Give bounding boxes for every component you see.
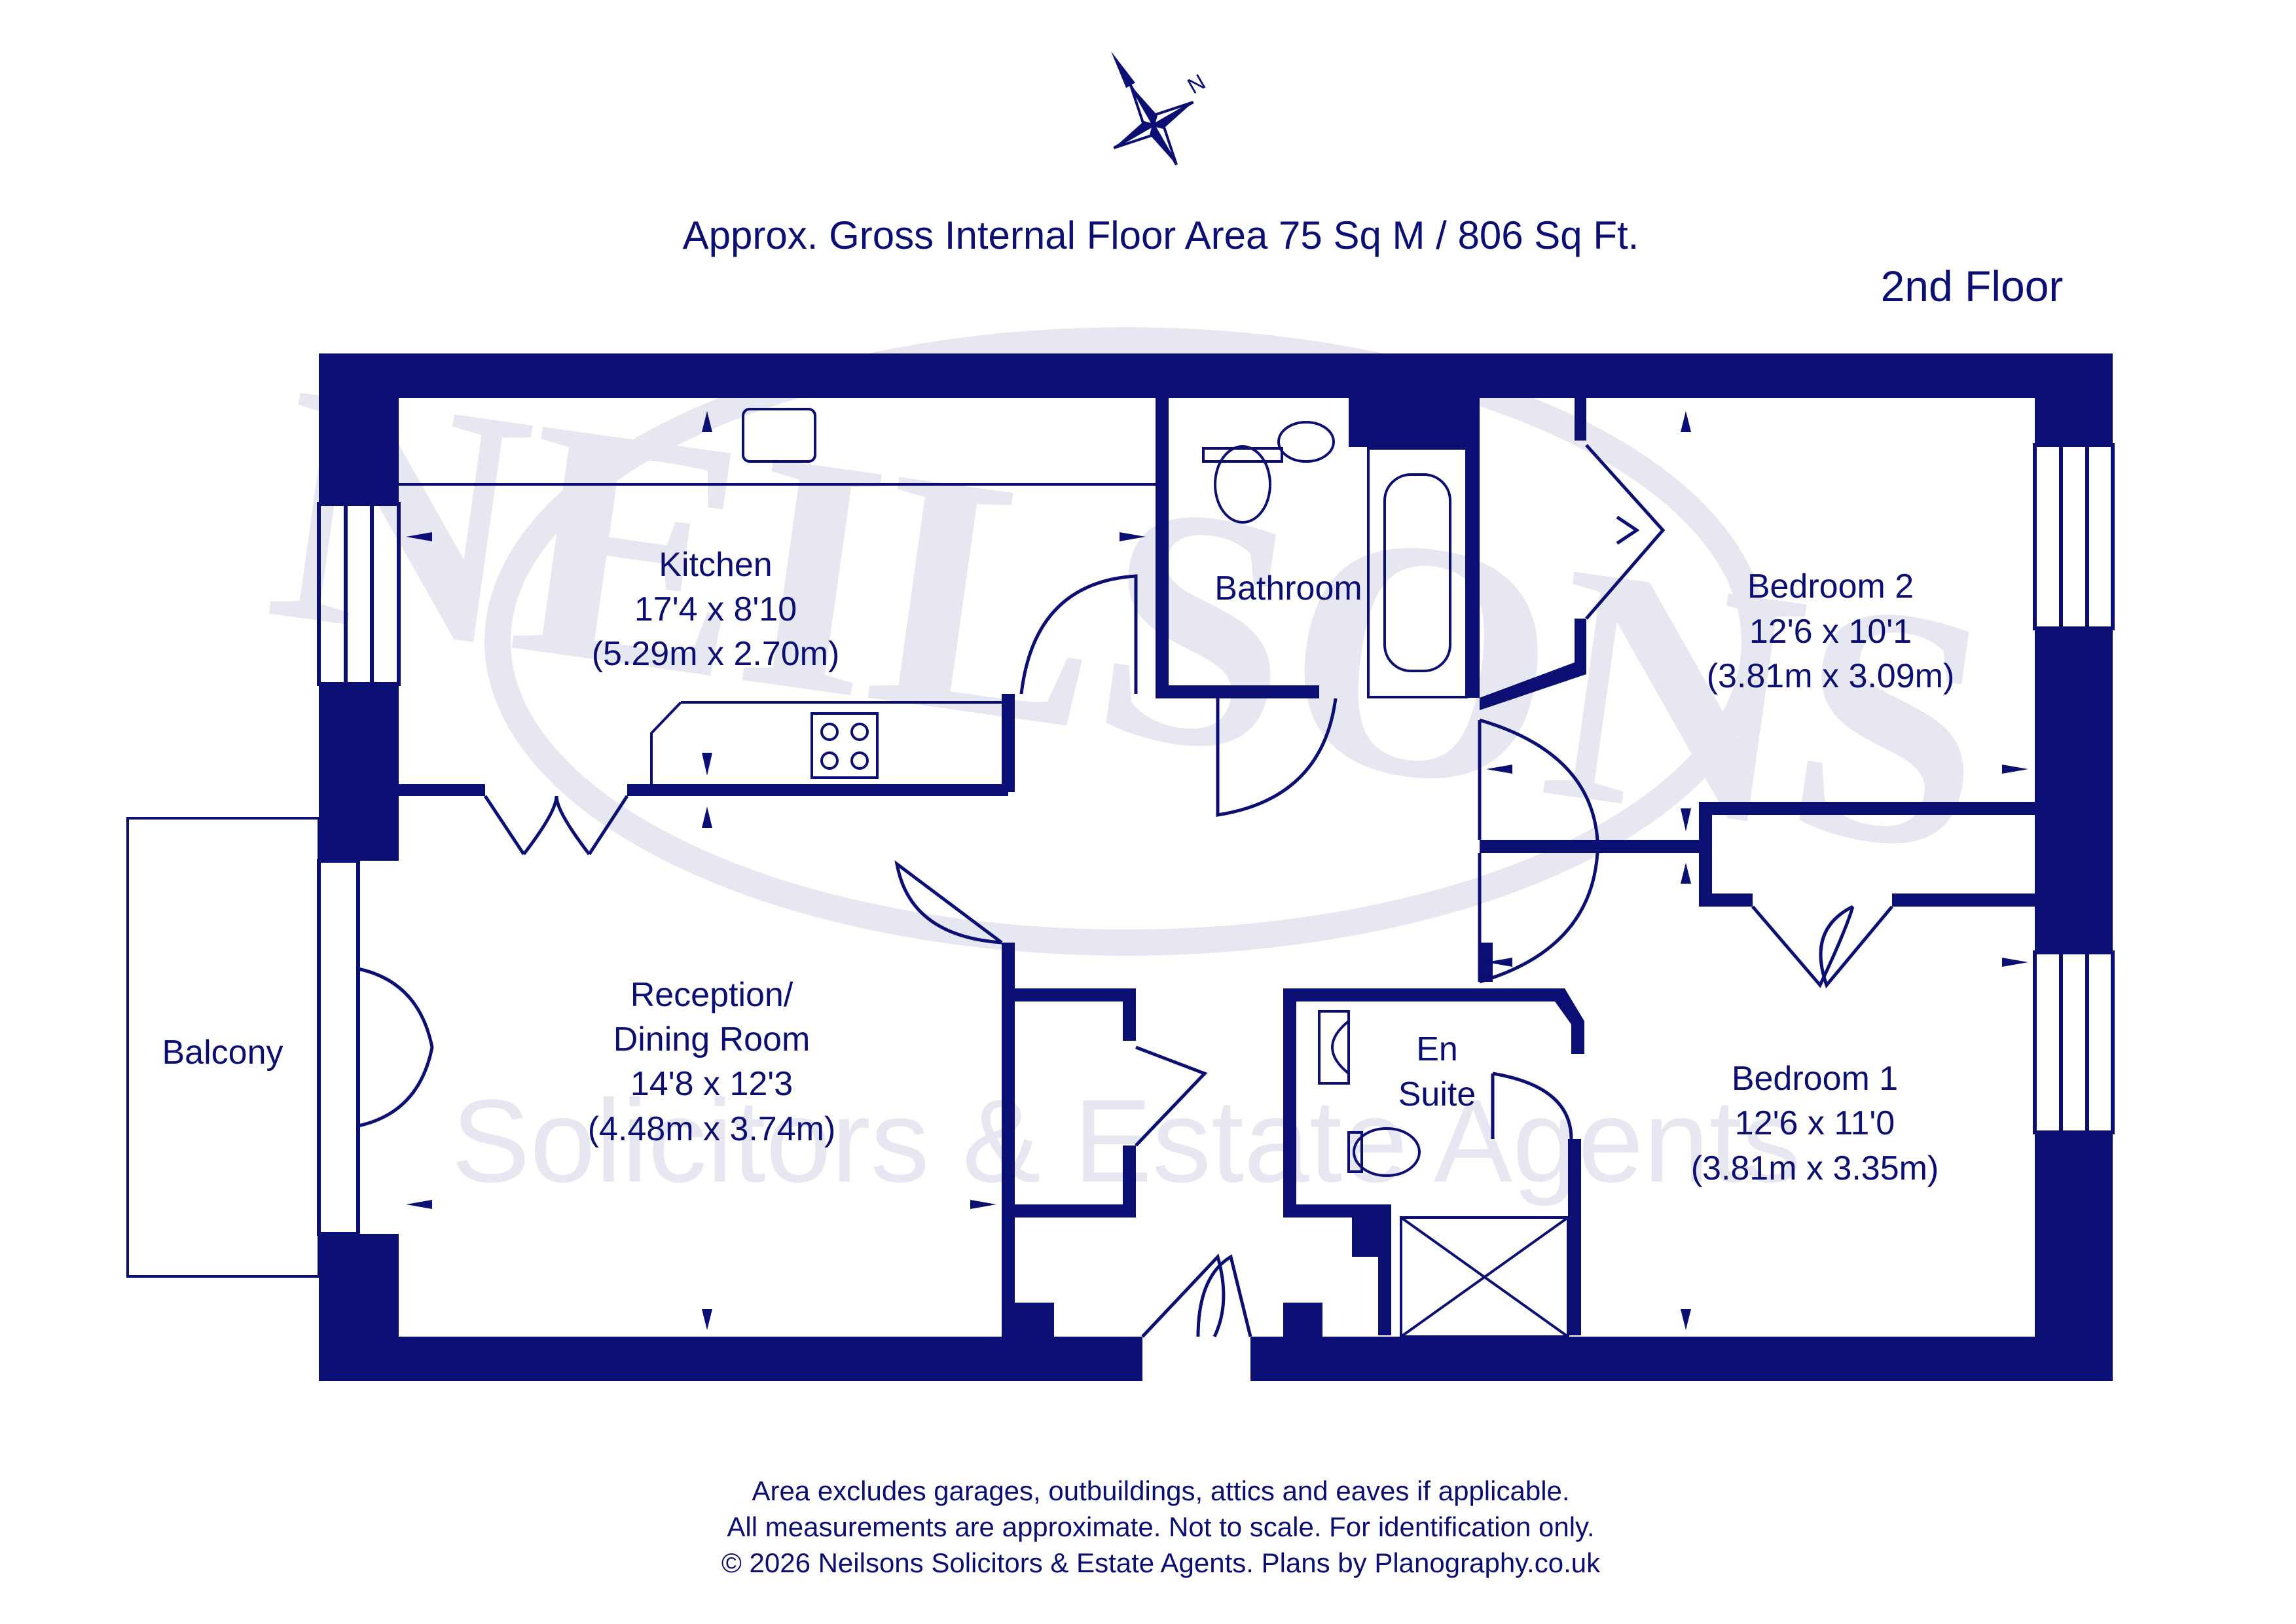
balcony-outline	[126, 817, 320, 1278]
footer-line3: © 2026 Neilsons Solicitors & Estate Agen…	[721, 1547, 1601, 1578]
kitchen-metric: (5.29m x 2.70m)	[592, 635, 840, 673]
bedroom1-metric: (3.81m x 3.35m)	[1691, 1149, 1939, 1187]
basin-icon	[1277, 421, 1335, 463]
bedroom2-metric: (3.81m x 3.09m)	[1707, 657, 1955, 695]
doors	[357, 444, 1893, 1338]
reception-metric: (4.48m x 3.74m)	[588, 1110, 836, 1148]
sink-icon	[742, 408, 816, 463]
bedroom1-imperial: 12'6 x 11'0	[1735, 1104, 1895, 1142]
shower-icon	[1400, 1216, 1569, 1338]
ensuite-name-line2: Suite	[1398, 1075, 1476, 1113]
ensuite-toilet-icon	[1353, 1127, 1421, 1177]
toilet-icon	[1214, 445, 1271, 524]
bedroom1-name: Bedroom 1	[1732, 1060, 1898, 1098]
watermark-logo-text: NEILSONS	[252, 313, 2009, 925]
reception-name-line2: Dining Room	[613, 1020, 811, 1058]
footer-line2: All measurements are approximate. Not to…	[727, 1511, 1594, 1542]
hob-icon	[811, 712, 879, 779]
balcony-name: Balcony	[162, 1034, 283, 1072]
floor-label: 2nd Floor	[1881, 262, 2064, 310]
bedroom1-window	[2033, 950, 2115, 1134]
walls	[319, 353, 2113, 1381]
bedroom2-name: Bedroom 2	[1747, 568, 1914, 605]
bath-icon	[1367, 447, 1468, 698]
watermark-ellipse	[484, 327, 1768, 956]
ensuite-basin-icon	[1331, 1020, 1350, 1075]
balcony-door-frame	[317, 859, 360, 1236]
compass-rose-icon	[1111, 51, 1194, 166]
bedroom2-imperial: 12'6 x 10'1	[1749, 613, 1912, 651]
ensuite-name-line1: En	[1416, 1030, 1458, 1068]
bathroom-fittings	[1202, 421, 1468, 698]
measurement-arrows	[406, 411, 2028, 1330]
kitchen-name: Kitchen	[659, 546, 772, 584]
compass-north-label: N	[1184, 69, 1210, 99]
bathroom-name: Bathroom	[1214, 569, 1362, 607]
gross-area-text: Approx. Gross Internal Floor Area 75 Sq …	[683, 213, 1639, 257]
bedroom2-window	[2033, 443, 2115, 630]
kitchen-imperial: 17'4 x 8'10	[634, 590, 797, 628]
kitchen-window	[317, 502, 401, 686]
reception-name-line1: Reception/	[630, 976, 793, 1014]
kitchen-fittings	[399, 408, 1156, 784]
ensuite-fittings	[1318, 1010, 1569, 1338]
reception-imperial: 14'8 x 12'3	[630, 1065, 793, 1103]
footer-line1: Area excludes garages, outbuildings, att…	[752, 1475, 1569, 1506]
